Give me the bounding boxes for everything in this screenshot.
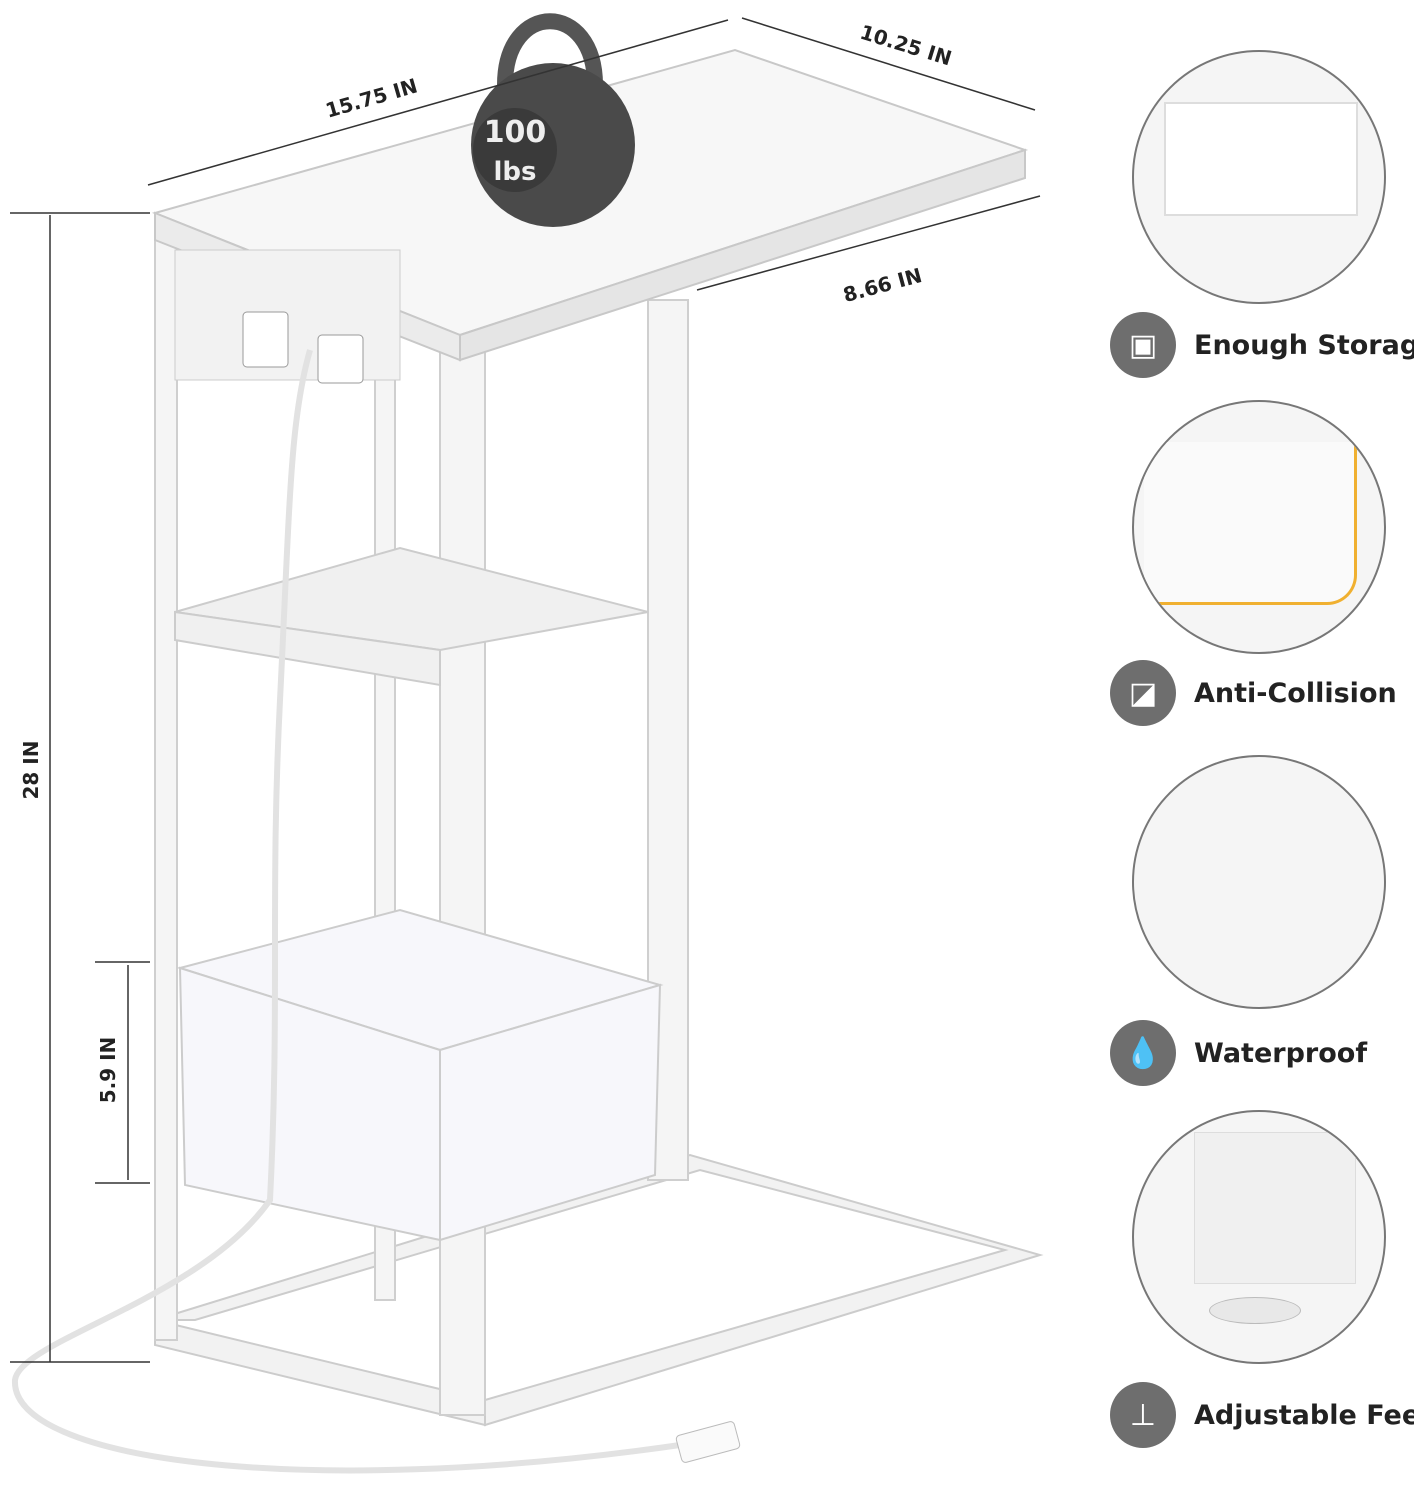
middle-shelf bbox=[174, 546, 649, 687]
ac-outlet-icon bbox=[242, 311, 289, 368]
power-outlet-panel bbox=[174, 249, 401, 384]
adjustable-feet-detail-image bbox=[1132, 1110, 1386, 1364]
storage-detail-image bbox=[1132, 50, 1386, 304]
feature-enough-storage: ▣ Enough Storage bbox=[1110, 312, 1414, 378]
feature-label: Adjustable Feet bbox=[1194, 1399, 1414, 1431]
basket-height-dimension: 5.9 IN bbox=[96, 1037, 120, 1104]
kettlebell: 100 lbs bbox=[471, 13, 635, 227]
storage-basket bbox=[176, 908, 664, 1242]
depth-dimension: 10.25 IN bbox=[857, 20, 954, 71]
power-cord bbox=[11, 349, 681, 1474]
kettlebell-unit: lbs bbox=[494, 157, 537, 187]
usb-port-icon bbox=[317, 334, 364, 384]
adjustable-foot-icon: ⊥ bbox=[1110, 1382, 1176, 1448]
feature-waterproof: 💧 Waterproof bbox=[1110, 1020, 1367, 1086]
anti-collision-detail-image bbox=[1132, 400, 1386, 654]
feature-label: Enough Storage bbox=[1194, 329, 1414, 361]
feature-label: Waterproof bbox=[1194, 1037, 1368, 1069]
kettlebell-weight: 100 bbox=[484, 115, 547, 150]
feature-adjustable-feet: ⊥ Adjustable Feet bbox=[1110, 1382, 1414, 1448]
width-dimension: 15.75 IN bbox=[323, 74, 420, 123]
water-drop-icon: 💧 bbox=[1110, 1020, 1176, 1086]
storage-box-icon: ▣ bbox=[1110, 312, 1176, 378]
feature-anti-collision: ◪ Anti-Collision bbox=[1110, 660, 1397, 726]
height-dimension: 28 IN bbox=[19, 741, 43, 800]
plug-icon bbox=[675, 1421, 741, 1463]
inner-depth-dimension: 8.66 IN bbox=[840, 263, 924, 307]
rounded-corner-icon: ◪ bbox=[1110, 660, 1176, 726]
dimension-lines bbox=[10, 17, 1041, 1363]
feature-label: Anti-Collision bbox=[1194, 677, 1397, 709]
waterproof-detail-image bbox=[1132, 755, 1386, 1009]
